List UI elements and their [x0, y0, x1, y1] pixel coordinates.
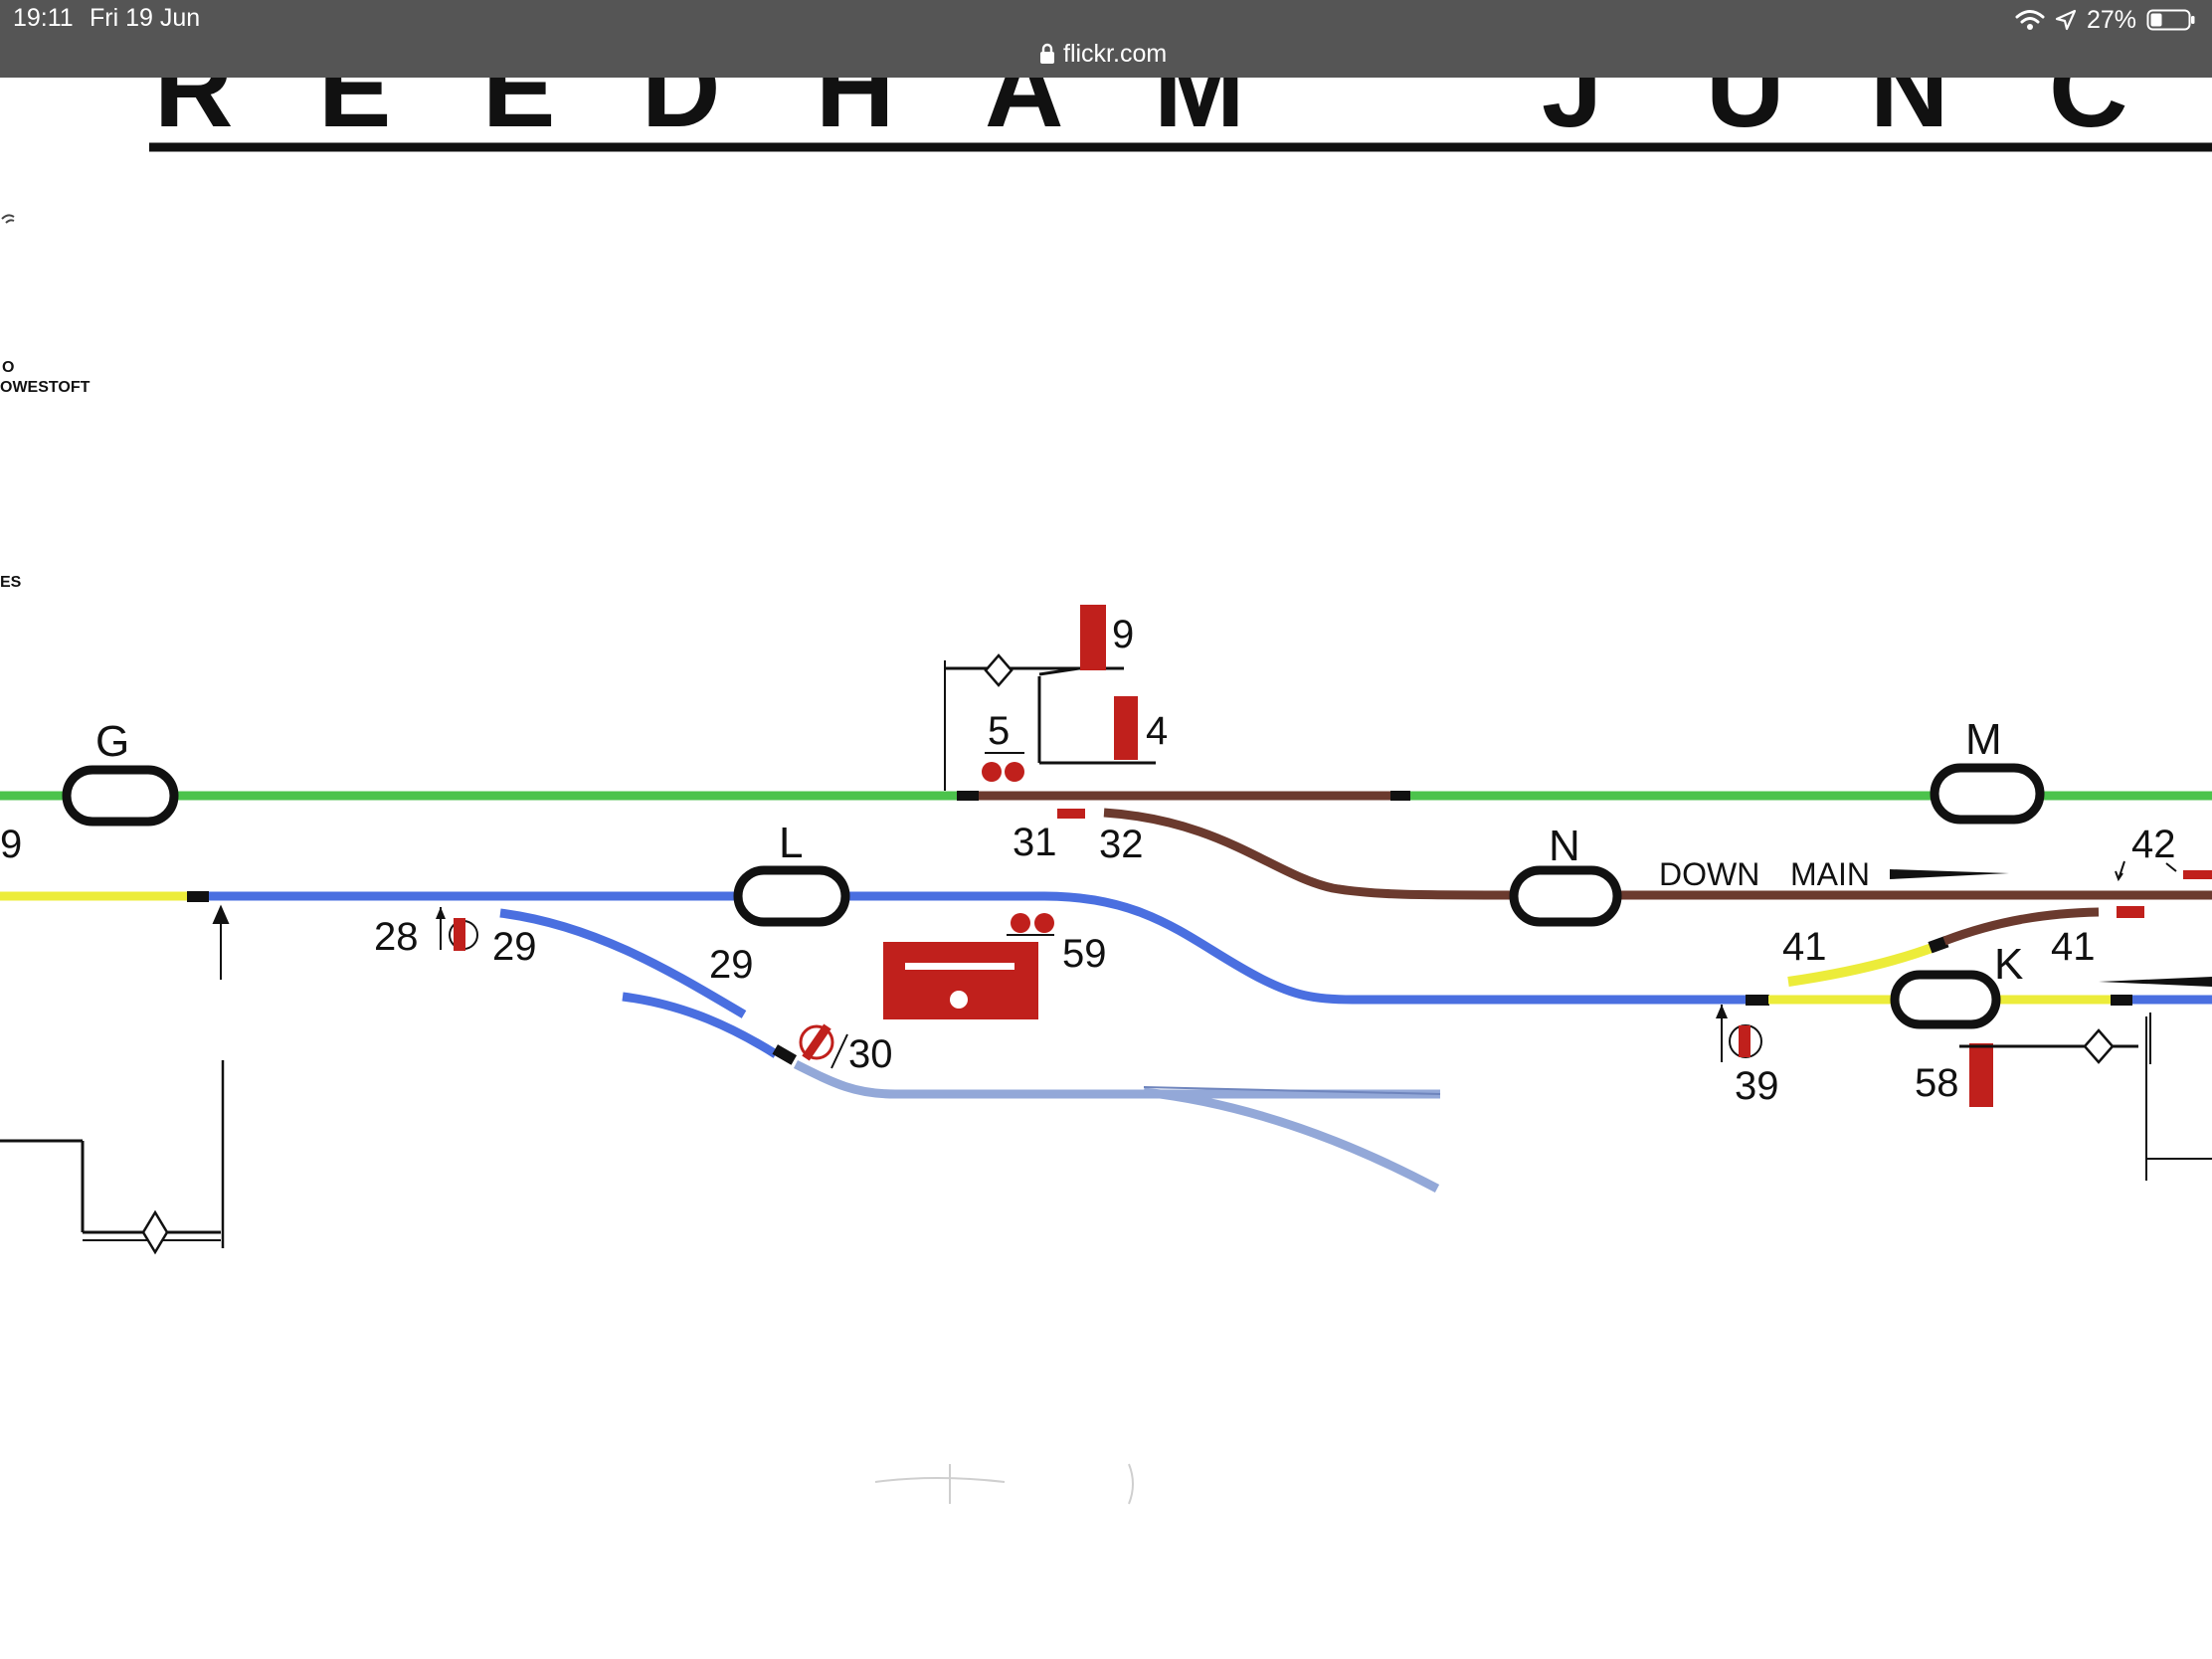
url-text[interactable]: flickr.com [1063, 39, 1168, 68]
url-bar[interactable]: flickr.com [1039, 38, 1167, 70]
track-lightblue-siding [793, 1059, 1440, 1099]
title-letter: A [985, 78, 1063, 150]
track-brown-siding [1942, 907, 2100, 946]
arrow-42 [2115, 860, 2125, 882]
track-joint [187, 891, 209, 902]
svg-text:G: G [95, 717, 129, 766]
left-label-destination: OWESTOFT [0, 379, 91, 396]
signal-label-41b: 41 [2051, 925, 2096, 969]
edge-scribble [1, 214, 15, 224]
title-letter: R [154, 78, 233, 150]
track-yellow-siding [1787, 942, 1936, 987]
svg-text:L: L [779, 819, 803, 867]
location-arrow-icon [2055, 9, 2077, 31]
status-bar: 19:11 Fri 19 Jun flickr.com 27% [0, 0, 2212, 78]
track-circuit-N: N [1509, 822, 1622, 927]
title-letter: E [482, 78, 555, 150]
signal-31 [1057, 809, 1085, 819]
signal-label-39: 39 [1735, 1064, 1779, 1108]
down-main-arrow [1890, 869, 2009, 879]
battery-percent: 27% [2086, 5, 2136, 34]
track-blue-main [209, 891, 1751, 1005]
signal-label-29b: 29 [709, 943, 754, 987]
wifi-icon [2015, 10, 2045, 30]
svg-text:N: N [1549, 822, 1580, 870]
signal-label-30: 30 [848, 1032, 893, 1076]
signal-label-58: 58 [1915, 1061, 1959, 1105]
left-label-edge: ES [0, 574, 22, 591]
signal-label-5: 5 [988, 709, 1010, 753]
title-letter: U [1706, 78, 1784, 150]
arrow-42b [2165, 862, 2177, 872]
signal-box [883, 942, 1038, 1019]
track-joint [772, 1044, 798, 1065]
ground-frame-right [1959, 1013, 2212, 1181]
track-circuit-K: K [1890, 940, 2023, 1029]
title-letter: H [816, 78, 894, 150]
disc-signal-28 [436, 907, 478, 951]
signal-42 [2183, 870, 2212, 879]
diagram-title: R E E D H A M J U N C [154, 78, 2127, 150]
title-letter: J [1542, 78, 1602, 150]
track-blue-branch-29 [499, 908, 747, 1018]
track-brown-crossover [1103, 808, 1533, 900]
track-circuit-L: L [733, 819, 850, 927]
signal-label-59: 59 [1062, 932, 1107, 976]
battery-icon [2146, 9, 2195, 31]
track-joint [1390, 791, 1410, 801]
signal-label-32: 32 [1099, 823, 1144, 866]
status-date: Fri 19 Jun [90, 4, 201, 32]
ground-frame-lower-left [0, 1060, 225, 1255]
signal-label-9: 9 [1112, 613, 1134, 656]
title-letter: N [1870, 78, 1948, 150]
disc-signal-5 [982, 752, 1024, 782]
status-right-cluster: 27% [2015, 4, 2196, 36]
signal-label-4: 4 [1146, 709, 1168, 753]
title-letter: E [318, 78, 391, 150]
track-joint [2111, 995, 2132, 1006]
signal-4 [1114, 696, 1138, 760]
signal-9 [1080, 605, 1106, 670]
signal-label-31: 31 [1013, 821, 1057, 864]
track-lightblue-branch [1143, 1087, 1440, 1193]
title-letter: M [1154, 78, 1245, 150]
title-letter: C [2049, 78, 2127, 150]
signal-41b [2117, 906, 2144, 918]
signal-58 [1969, 1043, 1993, 1107]
track-circuit-G: G [62, 717, 179, 827]
scan-marks [874, 1463, 1134, 1505]
signal-label-41a: 41 [1782, 925, 1827, 969]
title-letter: D [642, 78, 720, 150]
track-lightblue-edge [1143, 1086, 1441, 1095]
signal-label-28: 28 [374, 915, 419, 959]
disc-signal-30 [799, 1023, 848, 1069]
track-joint [1928, 935, 1949, 954]
arrow-left-k [2099, 977, 2212, 987]
signal-box-diagram: R E E D H A M J U N C O OWESTOFT ES [0, 78, 2212, 1505]
status-time: 19:11 [13, 4, 74, 32]
down-main-label-down: DOWN [1659, 856, 1759, 892]
svg-text:K: K [1994, 940, 2023, 989]
track-blue-branch-lower [622, 992, 779, 1058]
disc-signal-59 [1007, 913, 1054, 936]
left-label-to: O [2, 359, 14, 376]
signal-label-edge-9: 9 [0, 823, 22, 866]
signal-label-42: 42 [2131, 823, 2176, 866]
track-circuit-M: M [1930, 715, 2045, 825]
down-main-label-main: MAIN [1790, 856, 1870, 892]
signal-label-29a: 29 [492, 925, 537, 969]
lock-icon [1040, 43, 1054, 64]
track-joint [1746, 995, 1769, 1006]
arrow-up-left [212, 904, 230, 980]
track-joint [957, 791, 979, 801]
disc-signal-39 [1716, 1005, 1762, 1062]
svg-text:M: M [1965, 715, 2002, 764]
